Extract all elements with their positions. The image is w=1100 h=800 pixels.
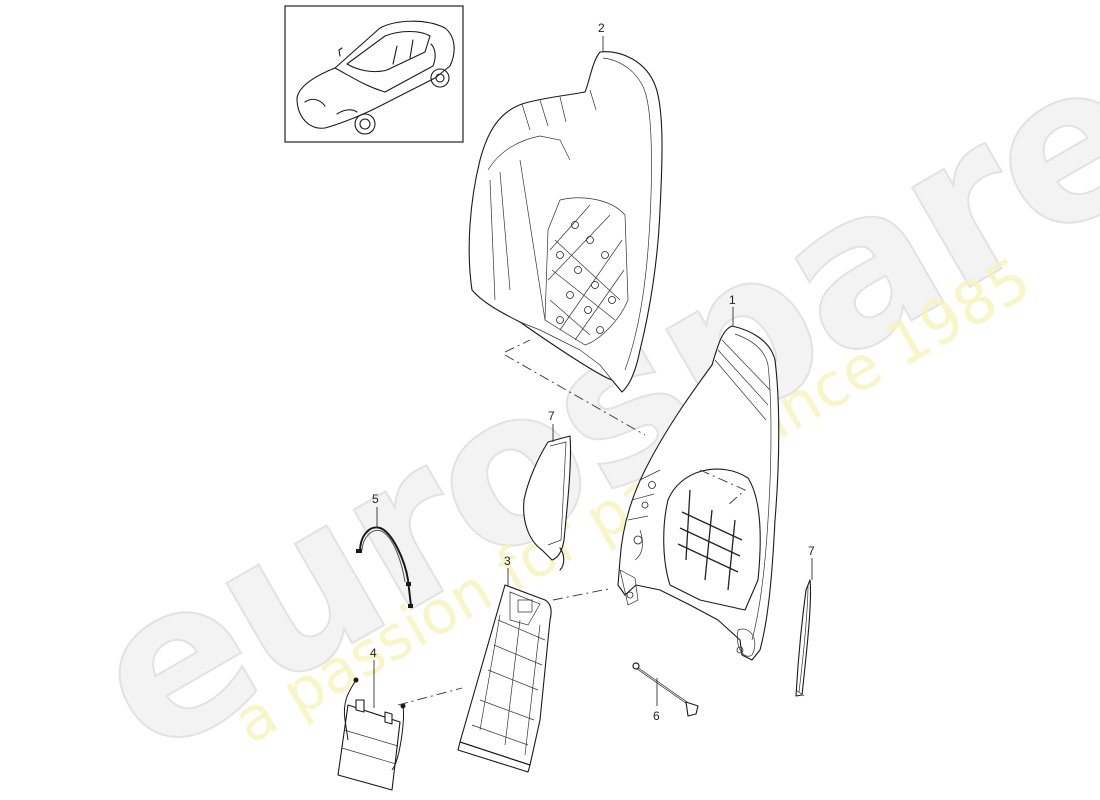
- callout-leaders: [373, 36, 813, 708]
- part-4-heating-pad[interactable]: [337, 677, 406, 791]
- part-1-backrest-frame[interactable]: [617, 325, 780, 661]
- callout-3: 3: [504, 554, 511, 568]
- vehicle-thumbnail: [284, 5, 464, 143]
- part-3-lumbar-panel[interactable]: [457, 584, 552, 773]
- callout-6: 6: [653, 709, 660, 723]
- part-5-wiring-harness[interactable]: [356, 526, 413, 608]
- callout-5: 5: [372, 492, 379, 506]
- callout-7-right: 7: [808, 544, 815, 558]
- callout-1: 1: [729, 293, 736, 307]
- part-2-backrest-shell[interactable]: [468, 51, 663, 393]
- assembly-lines: [397, 339, 746, 706]
- part-7-side-trim-left[interactable]: [523, 435, 572, 571]
- part-6-cable-rod[interactable]: [632, 662, 699, 717]
- callout-4: 4: [370, 646, 377, 660]
- callout-labels: 2 1 7 5 3 4 6 7: [370, 21, 815, 723]
- callout-7-left: 7: [548, 409, 555, 423]
- part-7-side-trim-right[interactable]: [795, 579, 812, 697]
- callout-2: 2: [598, 21, 605, 35]
